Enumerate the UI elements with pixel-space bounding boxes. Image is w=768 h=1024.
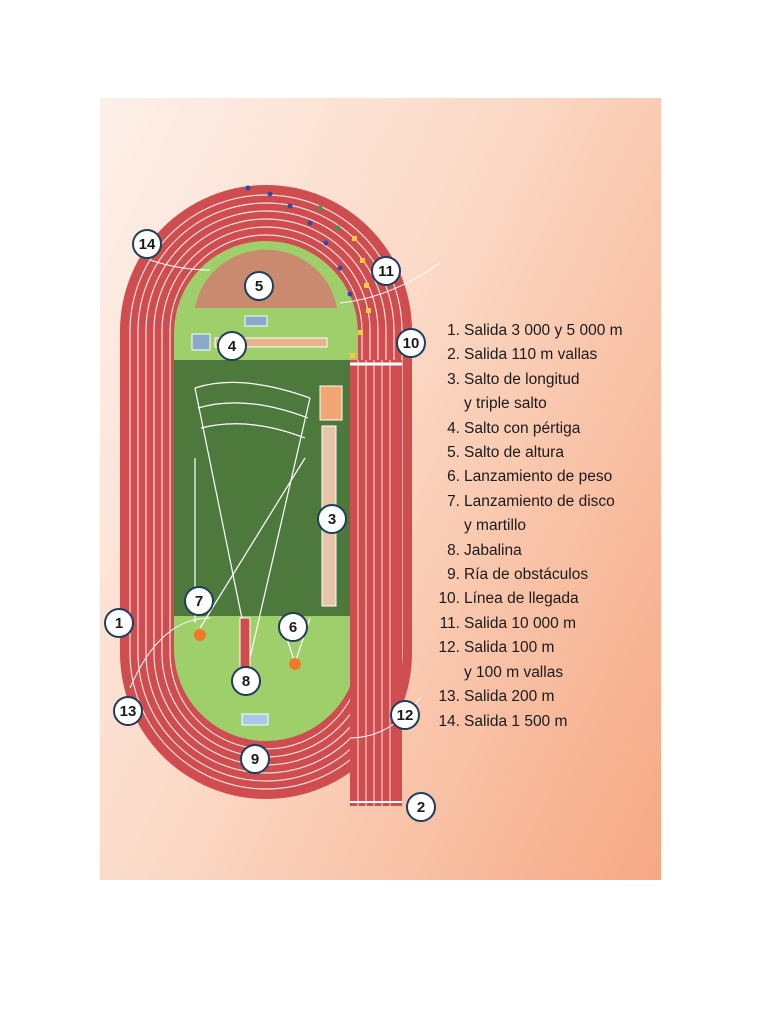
legend-text: y triple salto	[464, 395, 547, 413]
discus-circle	[194, 629, 206, 641]
legend-number: 4.	[447, 419, 460, 437]
marker-6: 6	[278, 612, 308, 642]
legend-number: 1.	[447, 322, 460, 339]
legend-text: Lanzamiento de peso	[464, 468, 613, 486]
legend-text: Salida 3 000 y 5 000 m	[464, 322, 623, 339]
start-marker	[317, 205, 323, 211]
legend-text: y 100 m vallas	[464, 663, 564, 681]
legend-number: 10.	[438, 590, 460, 608]
marker-9: 9	[240, 744, 270, 774]
start-line-1500m	[149, 259, 211, 271]
legend-item: 5.Salto de altura	[426, 441, 658, 465]
legend-item-continuation: y 100 m vallas	[426, 661, 658, 685]
marker-3: 3	[317, 504, 347, 534]
start-marker	[358, 330, 363, 335]
legend-text: Salto de longitud	[464, 370, 580, 388]
legend-text: Salida 200 m	[464, 688, 555, 706]
legend-number: 2.	[447, 346, 460, 364]
legend-text: Línea de llegada	[464, 590, 579, 608]
legend-item: 14.Salida 1 500 m	[426, 710, 658, 734]
legend-text: Salida 10 000 m	[464, 614, 577, 632]
legend-text: Salto con pértiga	[464, 419, 581, 437]
legend: 1.Salida 3 000 y 5 000 m 2.Salida 110 m …	[426, 319, 658, 734]
start-marker	[366, 308, 371, 313]
legend-item: 3.Salto de longitud	[426, 368, 658, 392]
legend-item: 9.Ría de obstáculos	[426, 563, 658, 587]
marker-12: 12	[390, 700, 420, 730]
legend-item: 12.Salida 100 m	[426, 636, 658, 660]
legend-item: 7.Lanzamiento de disco	[426, 490, 658, 514]
shot-put-circle	[289, 658, 301, 670]
throw-sector-arc	[200, 423, 306, 439]
legend-number: 12.	[438, 639, 460, 657]
start-marker	[350, 353, 355, 358]
legend-item: 2.Salida 110 m vallas	[426, 343, 658, 367]
legend-item: 4.Salto con pértiga	[426, 417, 658, 441]
legend-number: 6.	[447, 468, 460, 486]
start-line-10000m	[339, 262, 441, 304]
legend-number: 8.	[447, 541, 460, 559]
legend-item-continuation: y triple salto	[426, 392, 658, 416]
start-marker	[307, 220, 313, 226]
start-marker	[360, 258, 365, 263]
legend-text: Salida 1 500 m	[464, 712, 568, 730]
legend-number: 5.	[447, 444, 460, 462]
marker-1: 1	[104, 608, 134, 638]
marker-13: 13	[113, 696, 143, 726]
marker-2: 2	[406, 792, 436, 822]
start-marker	[287, 203, 293, 209]
diagram-panel: 14 5 11 4 10 3 7 1 6 8 13 12 9 2 1.Salid…	[100, 98, 661, 880]
marker-10: 10	[396, 328, 426, 358]
legend-item: 8.Jabalina	[426, 539, 658, 563]
start-line-200m	[129, 617, 211, 689]
start-marker	[323, 240, 329, 246]
legend-text: Salida 100 m	[464, 639, 555, 657]
start-marker	[364, 283, 369, 288]
legend-item: 6.Lanzamiento de peso	[426, 465, 658, 489]
marker-14: 14	[132, 229, 162, 259]
legend-item: 13.Salida 200 m	[426, 685, 658, 709]
throw-sector-line	[194, 387, 251, 659]
legend-number: 14.	[438, 712, 460, 730]
throw-sector-arc	[194, 381, 311, 399]
legend-text: Salida 110 m vallas	[464, 346, 598, 364]
legend-item: 10.Línea de llegada	[426, 587, 658, 611]
legend-item-continuation: y martillo	[426, 514, 658, 538]
start-marker	[245, 185, 251, 191]
start-marker	[352, 236, 357, 241]
start-marker	[347, 291, 353, 297]
marker-5: 5	[244, 271, 274, 301]
legend-text: Jabalina	[464, 541, 522, 559]
pole-vault-box	[191, 333, 211, 351]
straight-extension	[350, 360, 402, 806]
legend-number: 13.	[438, 688, 460, 706]
marker-11: 11	[371, 256, 401, 286]
legend-number: 11.	[439, 614, 460, 632]
throw-sector-arc	[197, 402, 309, 419]
legend-text: y martillo	[464, 517, 527, 535]
high-jump-mat	[244, 315, 268, 327]
marker-7: 7	[184, 586, 214, 616]
pole-vault-runway	[214, 337, 328, 348]
water-jump	[241, 713, 269, 726]
legend-number: 9.	[447, 566, 460, 584]
marker-4: 4	[217, 331, 247, 361]
throw-sector-line	[249, 397, 311, 659]
legend-number: 7.	[447, 492, 460, 510]
legend-item: 1.Salida 3 000 y 5 000 m	[426, 319, 658, 343]
sand-pit	[319, 385, 343, 421]
start-marker	[267, 191, 273, 197]
athletics-track-diagram	[120, 185, 441, 806]
legend-text: Ría de obstáculos	[464, 566, 589, 584]
marker-8: 8	[231, 666, 261, 696]
legend-text: Lanzamiento de disco	[464, 492, 615, 510]
legend-number: 3.	[447, 370, 460, 388]
start-marker	[337, 265, 343, 271]
start-marker	[335, 225, 341, 231]
legend-text: Salto de altura	[464, 444, 564, 462]
legend-item: 11.Salida 10 000 m	[426, 612, 658, 636]
throw-sector-line	[199, 457, 306, 629]
